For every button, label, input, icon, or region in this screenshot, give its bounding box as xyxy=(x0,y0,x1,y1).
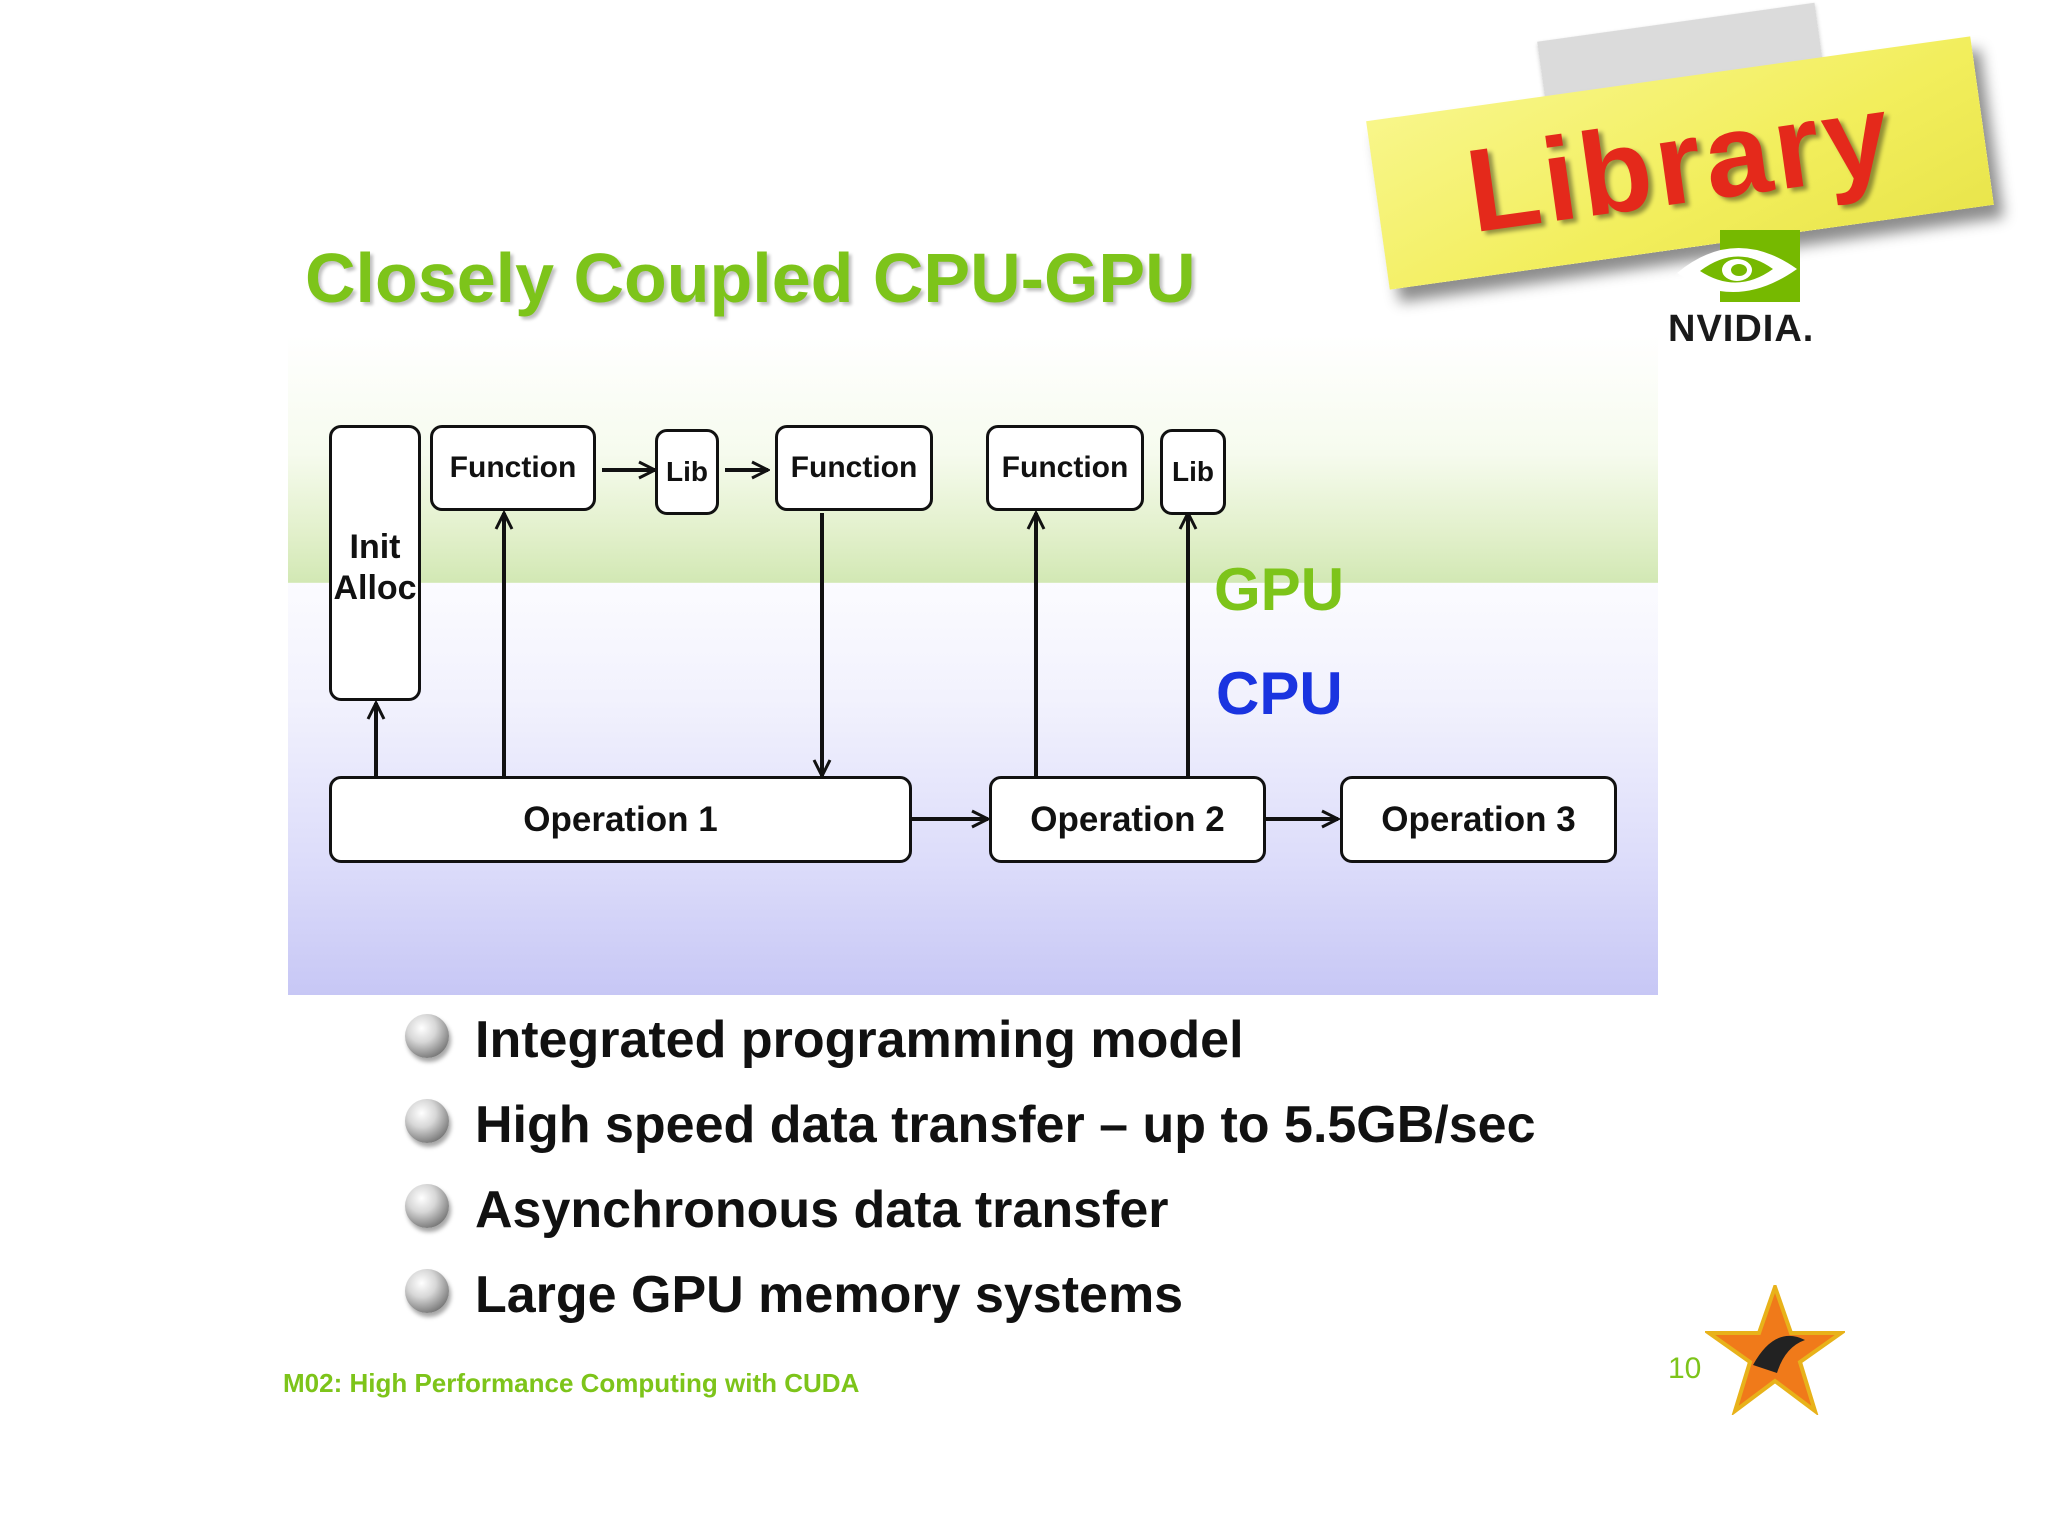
cpu-layer-label: CPU xyxy=(1216,660,1343,727)
cpu-gpu-diagram: Init Alloc Function Lib Function Functio… xyxy=(288,335,1658,995)
nvidia-wordmark: NVIDIA. xyxy=(1668,308,1815,350)
bullet-text: Integrated programming model xyxy=(475,1011,1244,1069)
slide-title: Closely Coupled CPU-GPU xyxy=(305,239,1196,317)
function-box-3: Function xyxy=(986,425,1144,511)
gpu-layer-label: GPU xyxy=(1214,556,1345,623)
nvidia-eye-logo xyxy=(1677,230,1800,302)
function-box-1: Function xyxy=(430,425,596,511)
bullet-list: Integrated programming model High speed … xyxy=(400,1010,1536,1350)
operation-box-2: Operation 2 xyxy=(989,776,1266,863)
slide-footer: M02: High Performance Computing with CUD… xyxy=(283,1368,860,1398)
operation-box-1: Operation 1 xyxy=(329,776,912,863)
bullet-text: Asynchronous data transfer xyxy=(475,1181,1169,1239)
star-logo xyxy=(1705,1285,1845,1415)
bullet-item: High speed data transfer – up to 5.5GB/s… xyxy=(400,1095,1536,1180)
sphere-bullet-icon xyxy=(405,1099,449,1143)
lib-box-2: Lib xyxy=(1160,429,1226,515)
bullet-text: High speed data transfer – up to 5.5GB/s… xyxy=(475,1096,1536,1154)
bullet-item: Integrated programming model xyxy=(400,1010,1536,1095)
bullet-text: Large GPU memory systems xyxy=(475,1266,1184,1324)
function-box-2: Function xyxy=(775,425,933,511)
init-label: Init xyxy=(349,528,401,567)
bullet-item: Large GPU memory systems xyxy=(400,1265,1536,1350)
sphere-bullet-icon xyxy=(405,1014,449,1058)
bullet-item: Asynchronous data transfer xyxy=(400,1180,1536,1265)
alloc-label: Alloc xyxy=(333,569,417,607)
init-alloc-box: Init Alloc xyxy=(329,425,421,701)
sphere-bullet-icon xyxy=(405,1269,449,1313)
page-number: 10 xyxy=(1668,1352,1702,1385)
sphere-bullet-icon xyxy=(405,1184,449,1228)
lib-box-1: Lib xyxy=(655,429,719,515)
diagram-arrows xyxy=(288,335,1658,995)
operation-box-3: Operation 3 xyxy=(1340,776,1617,863)
